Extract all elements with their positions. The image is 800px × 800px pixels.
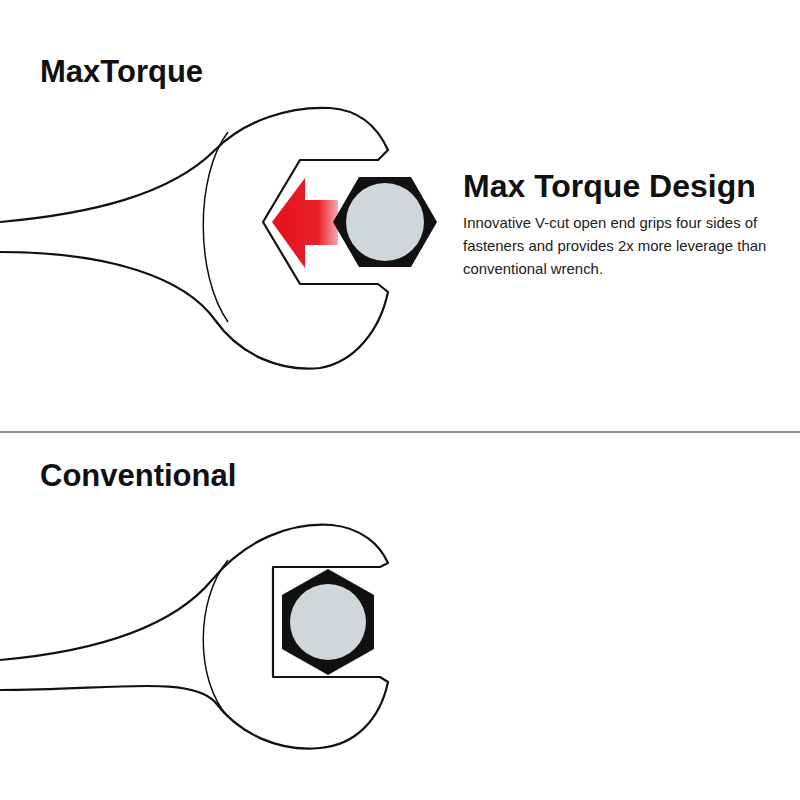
hex-nut [282, 569, 374, 675]
wrench-head-edge [203, 132, 228, 322]
wrench-head-edge [203, 560, 228, 717]
section-heading: Conventional [40, 458, 236, 494]
maxtorque-wrench [0, 108, 388, 369]
divider-line [0, 431, 800, 432]
bolt-face [290, 584, 366, 660]
feature-heading: Max Torque Design [463, 167, 756, 205]
section-heading: MaxTorque [40, 54, 203, 90]
red-arrow [272, 178, 338, 268]
bolt-face [346, 183, 424, 261]
hex-nut [333, 177, 437, 267]
conventional-wrench [0, 525, 388, 749]
feature-description: Innovative V-cut open end grips four sid… [463, 212, 798, 281]
